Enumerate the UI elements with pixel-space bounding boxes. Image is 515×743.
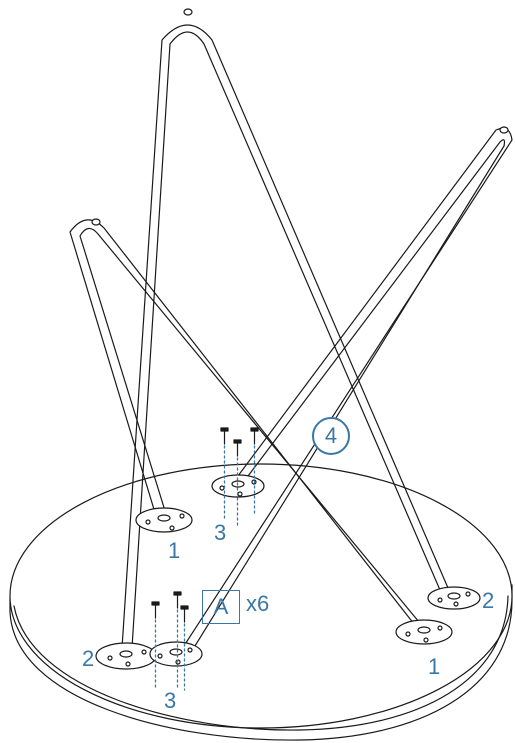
screw-count-label-back: 3 — [214, 520, 227, 545]
step-number-badge: 4 — [312, 417, 350, 455]
screw-count-label-front: 3 — [164, 688, 177, 713]
screws — [151, 427, 259, 623]
leg-tubes — [69, 8, 513, 655]
part-label-box: A — [202, 590, 240, 624]
screw-guide-lines — [154, 445, 256, 691]
leg-label-front-right: 1 — [428, 654, 441, 679]
leg-label-back-left: 1 — [168, 538, 181, 563]
leg-label-right: 2 — [482, 588, 495, 613]
part-quantity-label: x6 — [246, 591, 270, 616]
leg-label-front-left: 2 — [82, 646, 95, 671]
foot-plates — [95, 474, 481, 670]
